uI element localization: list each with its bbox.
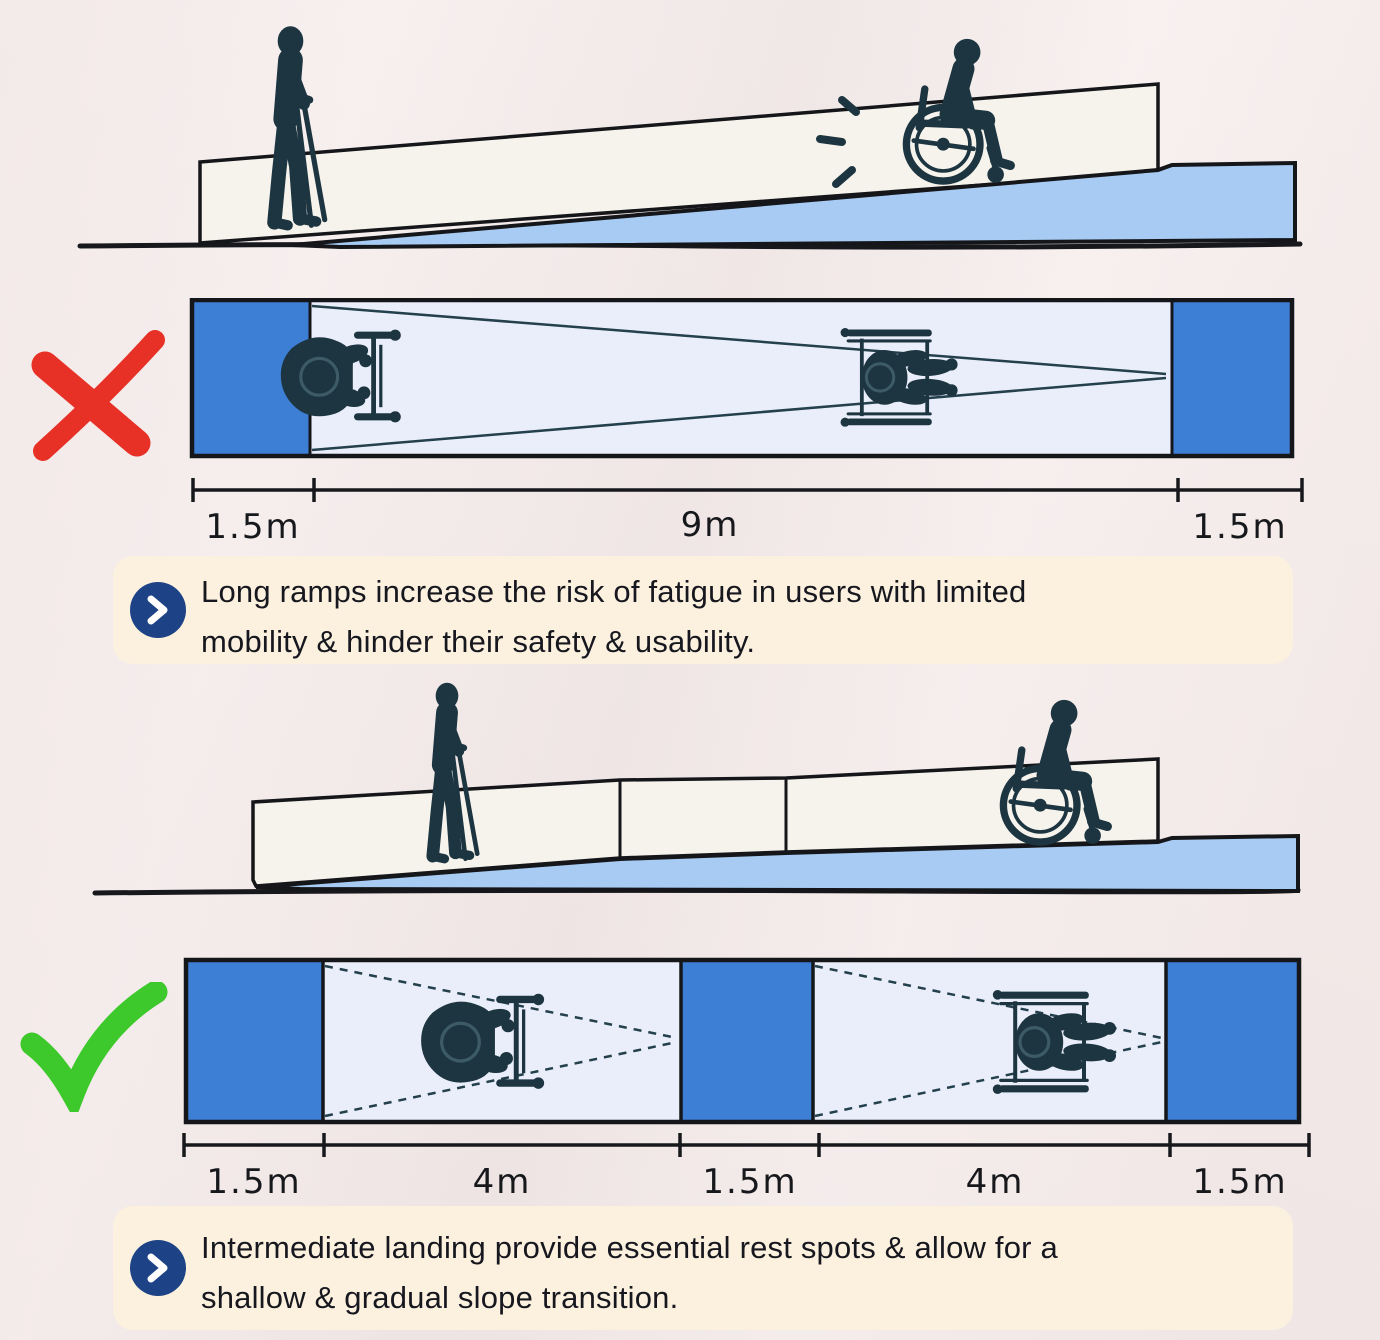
caption-line: Intermediate landing provide essential r… (201, 1230, 1058, 1265)
slope-line (311, 376, 1167, 452)
caption-line: mobility & hinder their safety & usabili… (201, 624, 756, 659)
landing-right (1172, 300, 1292, 456)
landing-middle (681, 960, 813, 1122)
plan-outline (189, 298, 1295, 459)
dimension-line (191, 478, 1304, 502)
ramp-run-surface (310, 300, 1172, 456)
strain-dashes-icon (816, 96, 860, 188)
caption-line: Long ramps increase the risk of fatigue … (201, 574, 1027, 609)
caption-text: Long ramps increase the risk of fatigue … (113, 556, 1293, 678)
dimension-label: 1.5m (702, 1162, 797, 1202)
dimension-label: 4m (966, 1162, 1025, 1202)
chevron-right-icon (130, 582, 186, 638)
ramp-base (255, 833, 1300, 894)
red-cross-icon (31, 330, 165, 461)
caption-intermediate-landing: Intermediate landing provide essential r… (113, 1206, 1293, 1330)
caption-line: shallow & gradual slope transition. (201, 1280, 679, 1315)
dimension-label: 9m (681, 505, 740, 545)
dimension-label: 1.5m (1192, 1162, 1287, 1202)
green-check-icon (20, 982, 168, 1112)
ramp-run-surface (813, 960, 1166, 1122)
dimension-label: 1.5m (1192, 507, 1287, 547)
dimension-label: 1.5m (206, 1162, 301, 1202)
slope-line (311, 304, 1167, 376)
chevron-right-icon (130, 1240, 186, 1296)
dimension-label: 1.5m (205, 507, 300, 547)
landing-right (1166, 960, 1299, 1122)
side-view-long-ramp (77, 0, 1303, 250)
plan-view-long-ramp: 1.5m 9m 1.5m (189, 298, 1304, 547)
dimension-label: 4m (473, 1162, 532, 1202)
landing-edges (321, 960, 1168, 1122)
dimension-line (182, 1133, 1311, 1157)
caption-text: Intermediate landing provide essential r… (113, 1206, 1293, 1334)
caption-long-ramps: Long ramps increase the risk of fatigue … (113, 556, 1293, 664)
ramp-run-surface (323, 960, 681, 1122)
plan-view-ramp-with-landings: 1.5m 4m 1.5m 4m 1.5m (182, 957, 1311, 1202)
landing-left (186, 960, 323, 1122)
ramp-base (291, 160, 1297, 250)
plan-outline (183, 957, 1302, 1125)
side-view-ramp-with-landing (92, 655, 1301, 896)
